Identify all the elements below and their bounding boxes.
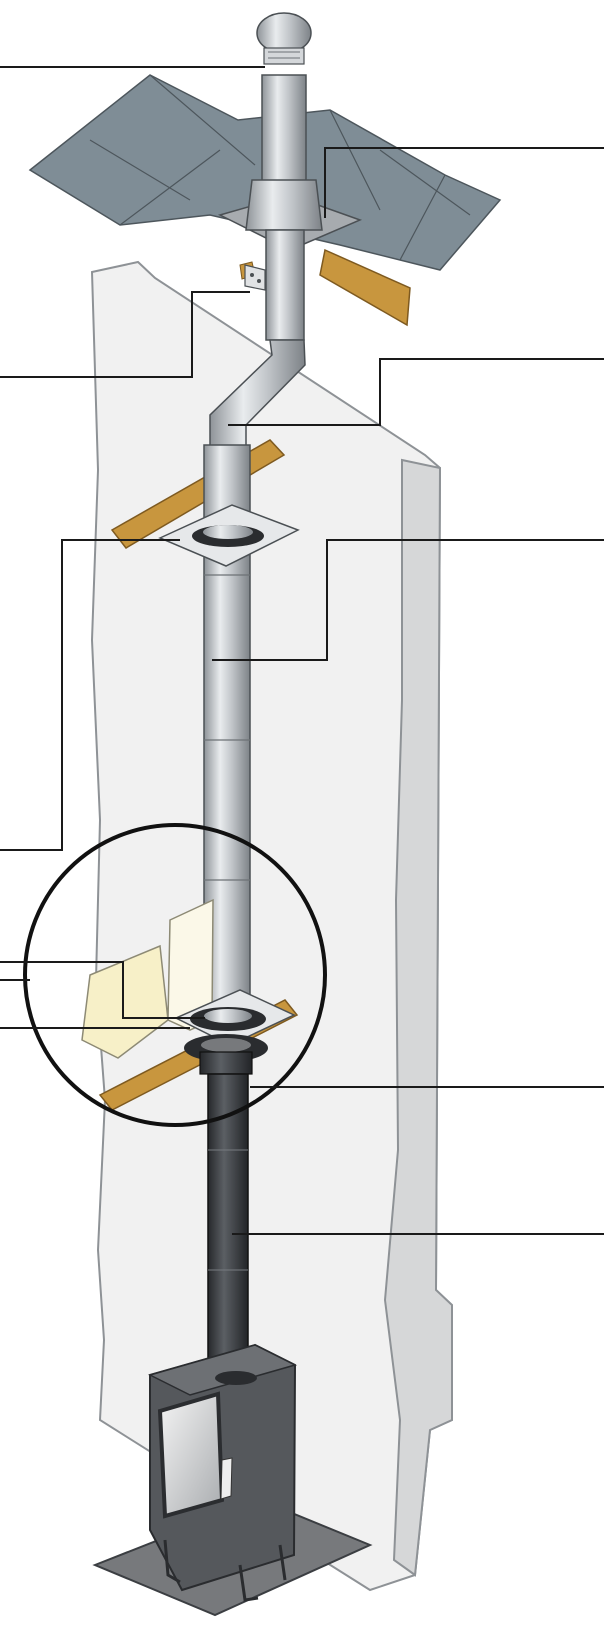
leader-offset-elbows <box>228 358 604 426</box>
leader-storm-collar <box>324 147 604 218</box>
leader-lines <box>0 66 604 1235</box>
leader-wall-bracket <box>0 291 250 378</box>
leader-firestop <box>0 961 205 1019</box>
loft-insulation-shield-shape <box>81 898 214 1059</box>
detail-callout-circle <box>23 823 327 1127</box>
stove <box>92 1343 373 1617</box>
leader-chimney-lengths <box>212 539 604 661</box>
flue-upper <box>245 12 323 341</box>
black-stove-pipe-shape <box>199 1051 253 1385</box>
ceiling-support-plate-shape <box>158 504 300 567</box>
wall <box>90 260 453 1592</box>
leader-support-plate <box>0 539 180 851</box>
wall-bracket-shape <box>244 264 266 291</box>
